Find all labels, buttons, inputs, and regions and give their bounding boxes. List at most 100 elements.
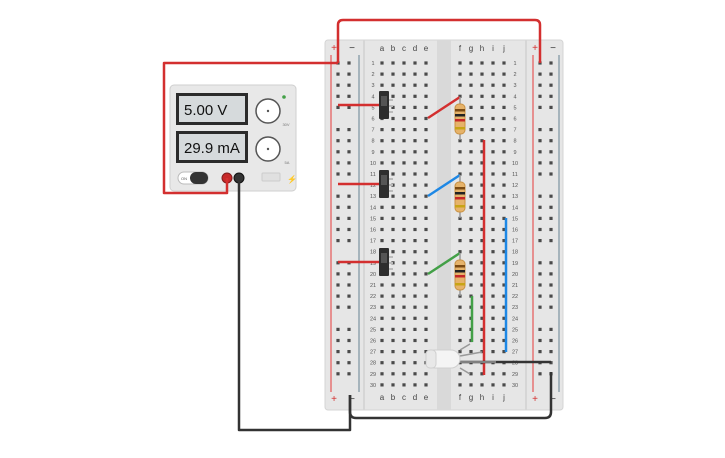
- terminal-hole[interactable]: [458, 338, 462, 343]
- rail-hole[interactable]: [336, 294, 340, 298]
- rail-hole[interactable]: [347, 72, 351, 76]
- terminal-hole[interactable]: [413, 183, 417, 187]
- terminal-hole[interactable]: [402, 227, 406, 232]
- terminal-hole[interactable]: [380, 350, 384, 354]
- terminal-hole[interactable]: [469, 205, 473, 209]
- terminal-hole[interactable]: [402, 183, 406, 187]
- terminal-hole[interactable]: [424, 61, 428, 65]
- resistor-2[interactable]: [454, 175, 466, 218]
- terminal-hole[interactable]: [402, 83, 406, 87]
- terminal-hole[interactable]: [502, 227, 506, 232]
- terminal-hole[interactable]: [380, 338, 384, 343]
- terminal-hole[interactable]: [413, 327, 417, 331]
- rail-hole[interactable]: [538, 94, 542, 98]
- wire-green-jumper[interactable]: [427, 251, 461, 276]
- terminal-hole[interactable]: [480, 83, 484, 87]
- rail-hole[interactable]: [549, 227, 553, 232]
- terminal-hole[interactable]: [458, 161, 462, 165]
- terminal-hole[interactable]: [424, 227, 428, 232]
- terminal-hole[interactable]: [502, 161, 506, 165]
- terminal-hole[interactable]: [480, 150, 484, 154]
- terminal-hole[interactable]: [480, 305, 484, 309]
- terminal-hole[interactable]: [380, 327, 384, 331]
- rail-hole[interactable]: [336, 216, 340, 220]
- terminal-hole[interactable]: [502, 150, 506, 154]
- terminal-hole[interactable]: [424, 139, 428, 143]
- rail-hole[interactable]: [538, 227, 542, 232]
- rail-hole[interactable]: [549, 172, 553, 176]
- terminal-hole[interactable]: [391, 250, 395, 254]
- rail-hole[interactable]: [549, 194, 553, 198]
- terminal-hole[interactable]: [413, 105, 417, 109]
- terminal-hole[interactable]: [458, 327, 462, 331]
- rail-hole[interactable]: [336, 172, 340, 176]
- terminal-hole[interactable]: [413, 350, 417, 354]
- terminal-hole[interactable]: [413, 94, 417, 98]
- rail-hole[interactable]: [549, 205, 553, 209]
- terminal-hole[interactable]: [413, 261, 417, 265]
- terminal-hole[interactable]: [491, 250, 495, 254]
- terminal-hole[interactable]: [480, 383, 484, 387]
- terminal-hole[interactable]: [380, 61, 384, 65]
- terminal-hole[interactable]: [391, 172, 395, 176]
- terminal-hole[interactable]: [469, 83, 473, 87]
- terminal-hole[interactable]: [391, 372, 395, 376]
- terminal-hole[interactable]: [502, 272, 506, 276]
- terminal-hole[interactable]: [491, 350, 495, 354]
- terminal-hole[interactable]: [380, 305, 384, 309]
- terminal-hole[interactable]: [391, 361, 395, 365]
- rail-hole[interactable]: [549, 239, 553, 243]
- terminal-hole[interactable]: [502, 327, 506, 331]
- terminal-hole[interactable]: [424, 272, 428, 276]
- terminal-hole[interactable]: [491, 283, 495, 287]
- terminal-hole[interactable]: [402, 261, 406, 265]
- terminal-hole[interactable]: [402, 294, 406, 298]
- terminal-hole[interactable]: [424, 305, 428, 309]
- terminal-hole[interactable]: [424, 294, 428, 298]
- terminal-hole[interactable]: [458, 239, 462, 243]
- terminal-hole[interactable]: [424, 327, 428, 331]
- terminal-hole[interactable]: [480, 294, 484, 298]
- terminal-hole[interactable]: [391, 83, 395, 87]
- terminal-hole[interactable]: [424, 216, 428, 220]
- terminal-hole[interactable]: [380, 383, 384, 387]
- rail-hole[interactable]: [538, 161, 542, 165]
- rail-hole[interactable]: [538, 305, 542, 309]
- terminal-hole[interactable]: [491, 83, 495, 87]
- rail-hole[interactable]: [336, 150, 340, 154]
- terminal-hole[interactable]: [413, 305, 417, 309]
- rail-hole[interactable]: [336, 338, 340, 343]
- terminal-hole[interactable]: [491, 105, 495, 109]
- terminal-hole[interactable]: [391, 383, 395, 387]
- rail-hole[interactable]: [538, 283, 542, 287]
- terminal-hole[interactable]: [413, 227, 417, 232]
- rail-hole[interactable]: [538, 261, 542, 265]
- rail-hole[interactable]: [538, 150, 542, 154]
- rail-hole[interactable]: [538, 83, 542, 87]
- terminal-hole[interactable]: [424, 183, 428, 187]
- rail-hole[interactable]: [347, 205, 351, 209]
- rail-hole[interactable]: [336, 83, 340, 87]
- terminal-hole[interactable]: [502, 305, 506, 309]
- terminal-hole[interactable]: [413, 239, 417, 243]
- terminal-hole[interactable]: [458, 227, 462, 232]
- terminal-hole[interactable]: [469, 94, 473, 98]
- terminal-hole[interactable]: [458, 316, 462, 320]
- terminal-hole[interactable]: [502, 383, 506, 387]
- terminal-hole[interactable]: [502, 316, 506, 320]
- terminal-hole[interactable]: [391, 105, 395, 109]
- rail-hole[interactable]: [549, 128, 553, 132]
- terminal-hole[interactable]: [480, 327, 484, 331]
- terminal-hole[interactable]: [402, 316, 406, 320]
- terminal-hole[interactable]: [491, 94, 495, 98]
- rail-hole[interactable]: [549, 283, 553, 287]
- terminal-hole[interactable]: [480, 172, 484, 176]
- rail-hole[interactable]: [336, 272, 340, 276]
- rail-hole[interactable]: [347, 216, 351, 220]
- rail-hole[interactable]: [538, 239, 542, 243]
- terminal-hole[interactable]: [502, 261, 506, 265]
- rail-hole[interactable]: [549, 83, 553, 87]
- terminal-hole[interactable]: [469, 239, 473, 243]
- terminal-hole[interactable]: [491, 305, 495, 309]
- terminal-hole[interactable]: [458, 72, 462, 76]
